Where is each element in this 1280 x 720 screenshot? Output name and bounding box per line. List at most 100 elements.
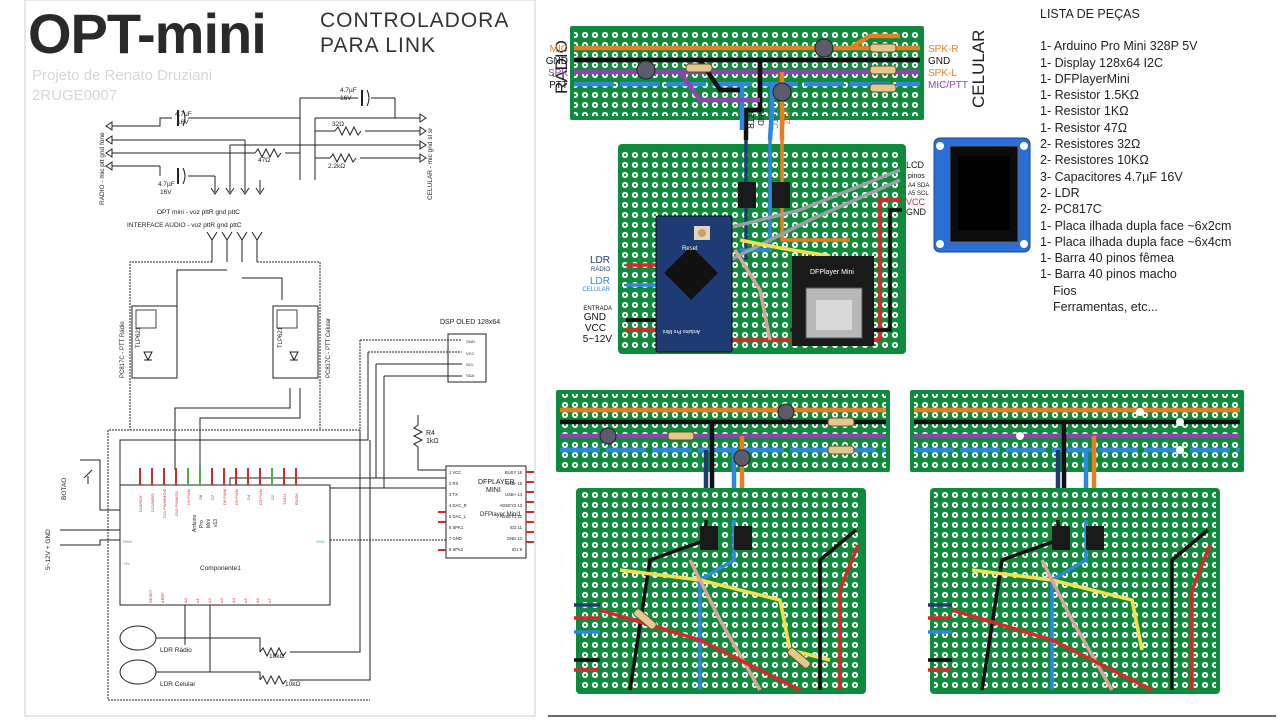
parts-list-item: 1- Placa ilhada dupla face ~6x4cm	[1040, 234, 1232, 249]
r4-name: R4	[426, 430, 435, 437]
dfp-left-pin: 3 TX	[449, 492, 458, 497]
schematic	[60, 89, 527, 701]
dfp-left-pin: 5 DAC_L	[449, 514, 467, 519]
oled-pin: GND	[466, 339, 475, 344]
arduino-top-pin: D9 PWM	[186, 489, 191, 505]
arduino-bottom-pin: A0	[183, 597, 188, 603]
arduino-top-pin: D11 PWM/MOSI	[162, 489, 167, 518]
parts-list-item: 1- Barra 40 pinos macho	[1040, 267, 1177, 282]
parts-list-heading: LISTA DE PEÇAS	[1040, 7, 1140, 21]
arduino-bottom-pin-labels: RESET AREF A0 A1 A2 A3 A4 A5 A6 A7	[148, 589, 272, 603]
botao-label: BOTAO	[61, 478, 68, 500]
arduino-component: Componente1	[200, 565, 241, 572]
dfp-title-1: DFPLAYER	[478, 479, 514, 486]
oled-pin: SDA	[466, 373, 475, 378]
lcd-pinos-label: pinos	[908, 173, 925, 180]
arduino-bottom-pin: A6	[255, 597, 260, 603]
arduino-bottom-pin: A2	[207, 597, 212, 603]
entrada-gnd-label: GND	[584, 312, 606, 323]
parts-list-item: 1- Resistor 1KΩ	[1040, 104, 1129, 119]
arduino-board-label: Arduino Pro Mini	[663, 328, 700, 334]
ldr-radio-label: LDR Rádio	[160, 647, 192, 654]
dfp-left-pin: 7 GND	[449, 536, 462, 541]
arduino-left-pin: +5V	[123, 561, 131, 566]
arduino-top-pin: D10 PWM/SS	[174, 491, 179, 516]
arduino-bottom-pin: A5	[243, 597, 248, 603]
parts-list-item: 1- Display 128x64 I2C	[1040, 55, 1163, 70]
dfp-right-pin: GND 10	[507, 536, 523, 541]
subtitle-line-1: CONTROLADORA	[320, 9, 510, 32]
arduino-bottom-pin: A7	[267, 597, 272, 603]
arduino-top-pin: D13/SCK	[138, 495, 143, 512]
lcd-label: LCD	[906, 160, 925, 170]
r10k-1: 10kΩ	[269, 653, 284, 660]
wire-label-voz: VOZ	[782, 108, 791, 125]
celular-connector-label: CELULAR - mic gnd sl sr	[427, 127, 434, 200]
cap3-voltage: 16V	[160, 189, 172, 196]
dfp-left-pin: 8 SPK2	[449, 547, 464, 552]
parts-list-item: 1- Resistor 47Ω	[1040, 120, 1128, 135]
lcd-gnd-label: GND	[906, 207, 927, 217]
arduino-top-pin-labels: D13/SCK D12/MISO D11 PWM/MOSI D10 PWM/SS…	[138, 489, 299, 518]
dfp-subtitle: DFPlayer Mini1	[480, 512, 522, 518]
arduino-bottom-pin: RESET	[148, 589, 153, 603]
arduino-right-pin: GND	[316, 539, 325, 544]
opto1-label: PC817C - PTT Rádio	[120, 321, 126, 378]
parts-list-item: 2- Resistores 10KΩ	[1040, 153, 1149, 168]
arduino-bottom-pin: A1	[195, 597, 200, 603]
arduino-name: Arduino	[192, 515, 198, 532]
ldr-radio-schematic	[119, 625, 157, 651]
top-right-label: MIC/PTT	[928, 80, 968, 91]
arduino-top-pin: TX/D1	[282, 493, 287, 505]
celular-jack	[395, 113, 427, 163]
arduino-bottom-pin: A3	[219, 597, 224, 603]
cap3-label: 4.7µF	[158, 181, 175, 188]
arduino-name: Mini	[206, 519, 212, 528]
reset-label: Reset	[682, 246, 698, 252]
parts-list-item: 2- PC817C	[1040, 202, 1102, 217]
power-label: 5~12V + GND	[45, 529, 52, 570]
arduino-schematic	[119, 484, 331, 606]
parts-list-item: 1- DFPlayerMini	[1040, 71, 1130, 86]
r10k-2: 10kΩ	[285, 681, 300, 688]
parts-list-item: 1- Barra 40 pinos fêmea	[1040, 251, 1175, 266]
schematic-frame	[24, 0, 536, 717]
bottom-right-assembly	[910, 390, 1244, 694]
arduino-top-pin: D2	[270, 494, 275, 500]
dfp-left-pin: 6 SPK1	[449, 525, 464, 530]
r32-label: 32Ω	[332, 121, 344, 128]
arduino-top-pin: D3 PWM	[258, 489, 263, 505]
ldr-radio-board-sub: RÁDIO	[591, 266, 610, 273]
ldr-celular-schematic	[119, 659, 157, 685]
entrada-voltage-label: 5~12V	[583, 334, 613, 345]
oled-pin: SCL	[466, 362, 475, 367]
dfplayer-board-label: DFPlayer Mini	[810, 269, 854, 276]
arduino-top-pin: D6 PWM	[222, 489, 227, 505]
lcd-vcc-label: VCC	[906, 197, 926, 207]
radio-connector-label: RADIO - mic ptt gnd fone	[99, 132, 106, 205]
arduino-left-pin: RAW	[123, 539, 132, 544]
opto-radio	[131, 305, 178, 379]
dfp-left-pin: 2 RX	[449, 481, 459, 486]
oled-box	[447, 333, 487, 383]
entrada-label: ENTRADA	[583, 306, 612, 312]
opt-mini-line: OPT mini - voz pttR gnd pttC	[157, 209, 240, 216]
top-left-label: SPK	[548, 68, 568, 79]
subtitle-line-2: PARA LINK	[320, 34, 436, 57]
arduino-top-pin: D5 PWM	[234, 489, 239, 505]
top-right-label: GND	[928, 56, 950, 67]
opto2-chip: TLP621	[278, 326, 284, 348]
dfp-left-pin: 1 VCC	[449, 470, 461, 475]
main-board	[618, 137, 1031, 354]
author-credit: Projeto de Renato Druziani 2RUGE0007	[32, 66, 212, 106]
dfp-right-pin: IO2 11	[510, 525, 523, 530]
schematic-texts: 4.7µF 16V 4.7µF 16V 4.7µF 16V 32Ω 47Ω 2.…	[45, 87, 523, 688]
arduino-top-pin: D7	[210, 494, 215, 500]
arduino-name: Pro	[199, 520, 205, 528]
top-left-label: PTT	[549, 80, 568, 91]
ldr-cel-board-label: LDR	[590, 276, 610, 287]
ldr-celular-label: LDR Celular	[160, 681, 196, 688]
r4-value: 1kΩ	[426, 438, 439, 445]
cap1-voltage: 16V	[177, 119, 189, 126]
arduino-top-pin: D12/MISO	[150, 493, 155, 512]
